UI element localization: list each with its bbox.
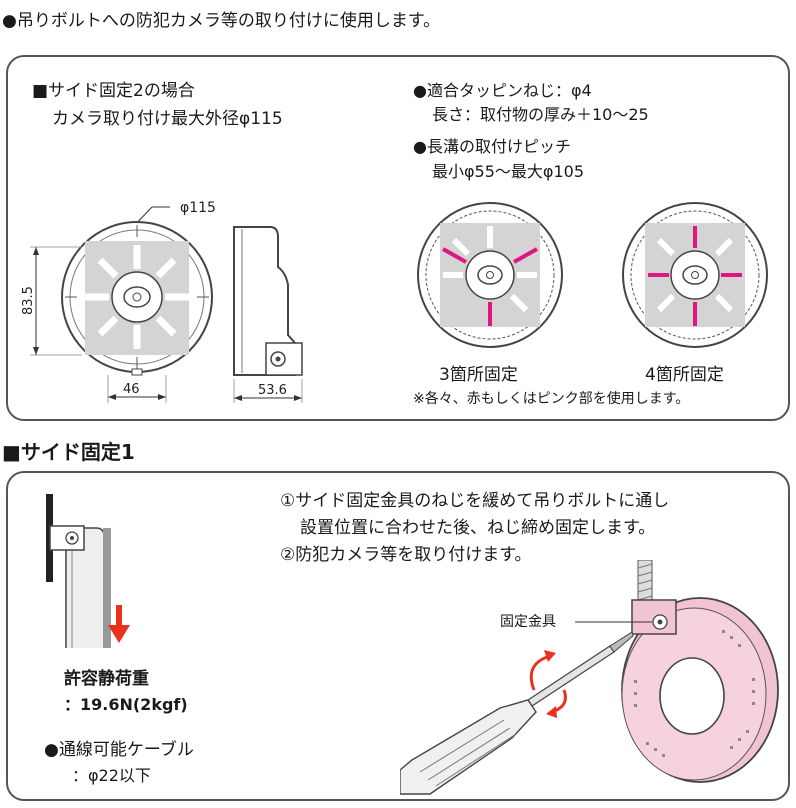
height-label: 83.5 xyxy=(21,286,36,315)
front-view xyxy=(61,221,213,376)
cable-title: ●通線可能ケーブル xyxy=(44,740,194,760)
pitch-range: 最小φ55〜最大φ105 xyxy=(432,162,585,181)
side-fix2-heading: ■サイド固定2の場合 xyxy=(32,81,195,101)
fixing-bracket xyxy=(631,599,677,635)
four-point-fix-label: 4箇所固定 xyxy=(645,365,724,385)
step1-line1: ①サイド固定金具のねじを緩めて吊りボルトに通し xyxy=(280,491,670,511)
three-point-fix-diagram xyxy=(417,202,563,348)
rotation-arrows-icon xyxy=(529,650,567,718)
screwdriver xyxy=(400,631,634,795)
side-bracket-illustration xyxy=(46,494,111,648)
step1-line2: 設置位置に合わせた後、ねじ締め固定します。 xyxy=(300,518,656,538)
load-arrow-icon xyxy=(108,605,130,643)
product-ring xyxy=(621,597,779,783)
diameter-label: φ115 xyxy=(180,200,216,216)
cable-value: ：φ22以下 xyxy=(72,766,151,785)
width-label: 46 xyxy=(123,382,140,397)
load-title: 許容静荷重 xyxy=(64,669,149,689)
camera-max-diameter: カメラ取り付け最大外径φ115 xyxy=(52,109,283,129)
side-view xyxy=(233,226,303,376)
usage-note: ※各々、赤もしくはピンク部を使用します。 xyxy=(413,391,690,407)
installation-illustration xyxy=(400,560,779,795)
dimension-drawing: φ115 83.5 xyxy=(21,200,303,403)
screw-spec-title: ●適合タッピンねじ：φ4 xyxy=(413,81,592,100)
side-fix1-heading: ■サイド固定1 xyxy=(2,440,135,464)
load-value: ：19.6N(2kgf) xyxy=(64,695,188,714)
screw-length-spec: 長さ：取付物の厚み＋10〜25 xyxy=(432,105,649,124)
step2-text: ②防犯カメラ等を取り付けます。 xyxy=(280,545,532,565)
bracket-label: 固定金具 xyxy=(500,614,556,630)
pitch-title: ●長溝の取付けピッチ xyxy=(413,137,571,156)
three-point-fix-label: 3箇所固定 xyxy=(439,365,518,385)
intro-text: ●吊りボルトへの防犯カメラ等の取り付けに使用します。 xyxy=(2,11,441,31)
depth-label: 53.6 xyxy=(258,383,287,398)
four-point-fix-diagram xyxy=(622,202,768,348)
